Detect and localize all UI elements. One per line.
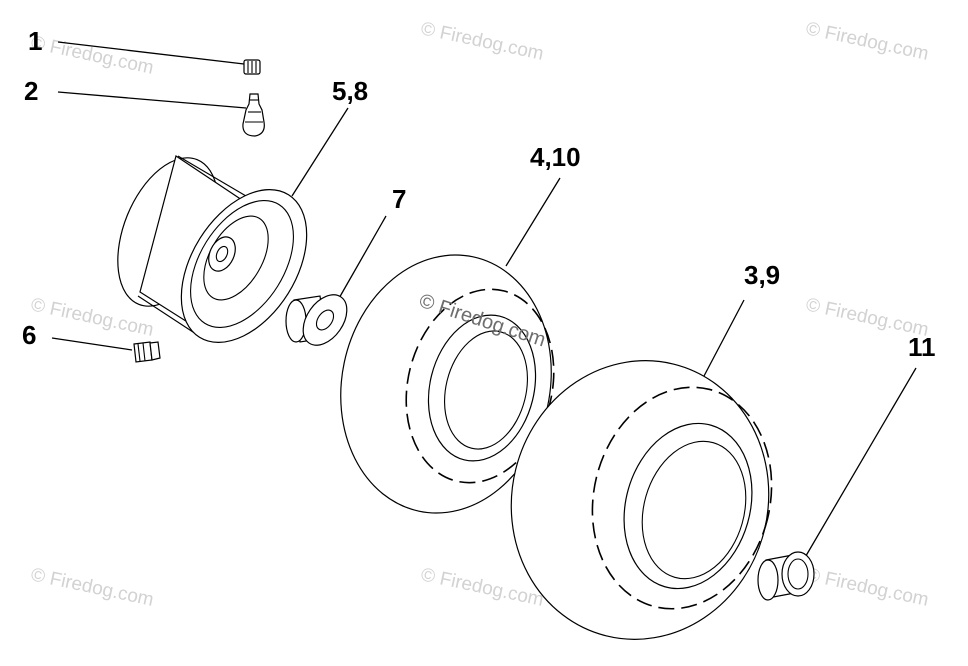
part-valve-stem bbox=[57, 91, 265, 137]
callout-11: 11 bbox=[908, 332, 936, 362]
part-spacer bbox=[757, 367, 917, 601]
part-bolt bbox=[51, 337, 161, 363]
watermark: © Firedog.com bbox=[804, 18, 931, 65]
callout-1: 1 bbox=[28, 26, 42, 56]
part-tire-large bbox=[510, 299, 773, 640]
part-bushing bbox=[285, 215, 387, 346]
part-wheel-rim bbox=[117, 107, 349, 343]
watermark: © Firedog.com bbox=[29, 564, 156, 611]
callout-2: 2 bbox=[24, 76, 38, 106]
callout-7: 7 bbox=[392, 184, 406, 214]
callout-3-9: 3,9 bbox=[744, 260, 780, 290]
callouts: 1 2 5,8 7 4,10 3,9 6 11 bbox=[22, 26, 936, 362]
callout-5-8: 5,8 bbox=[332, 76, 368, 106]
watermark: © Firedog.com bbox=[419, 18, 546, 65]
part-valve-cap bbox=[57, 41, 261, 75]
callout-4-10: 4,10 bbox=[530, 142, 581, 172]
watermark: © Firedog.com bbox=[29, 32, 156, 79]
watermark: © Firedog.com bbox=[804, 564, 931, 611]
callout-6: 6 bbox=[22, 320, 36, 350]
part-tire-small: © Firedog.com bbox=[340, 177, 561, 514]
